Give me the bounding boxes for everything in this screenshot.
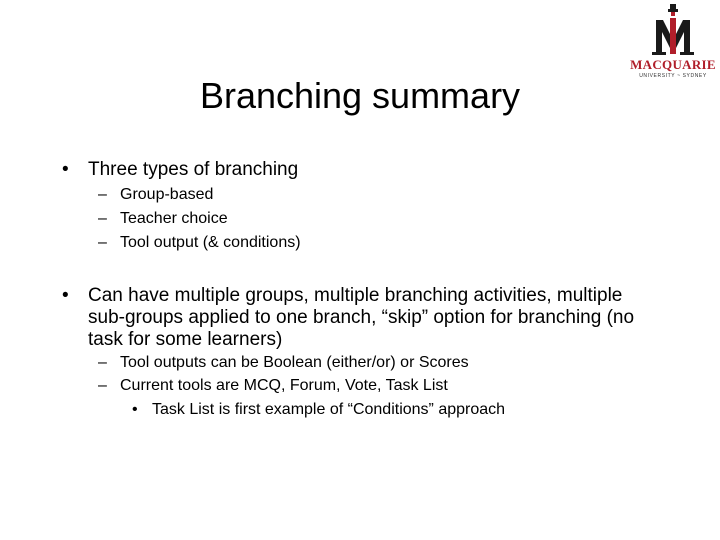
sub-bullet-text: Current tools are MCQ, Forum, Vote, Task… [120, 377, 448, 394]
bullet-marker: • [62, 159, 69, 180]
sub-bullet-text: Group-based [120, 186, 214, 203]
sub-bullet-item: – Teacher choice [98, 209, 228, 229]
macquarie-logo: MACQUARIE UNIVERSITY ~ SYDNEY [630, 2, 716, 82]
sub-bullet-marker: – [98, 377, 107, 394]
sub-bullet-text: Tool output (& conditions) [120, 234, 301, 251]
bullet-item: • Three types of branching [62, 159, 656, 181]
sub-bullet-item: – Tool output (& conditions) [98, 233, 301, 253]
sub-bullet-marker: – [98, 186, 107, 203]
macquarie-lighthouse-icon [652, 4, 694, 55]
slide-title: Branching summary [199, 75, 521, 116]
sub-bullet-marker: – [98, 234, 107, 251]
sub-bullet-marker: – [98, 210, 107, 227]
sub-bullet-item: – Tool outputs can be Boolean (either/or… [98, 353, 469, 373]
sub-bullet-marker: – [98, 354, 107, 371]
sub-sub-bullet-marker: • [132, 401, 138, 418]
sub-sub-bullet-text: Task List is first example of “Condition… [152, 401, 506, 418]
sub-sub-bullet-item: • Task List is first example of “Conditi… [132, 400, 505, 420]
logo-subtitle: UNIVERSITY ~ SYDNEY [639, 73, 707, 79]
logo-name: MACQUARIE [630, 57, 716, 72]
sub-bullet-item: – Current tools are MCQ, Forum, Vote, Ta… [98, 376, 448, 396]
bullet-item: • Can have multiple groups, multiple bra… [62, 285, 656, 351]
sub-bullet-item: – Group-based [98, 185, 213, 205]
bullet-marker: • [62, 285, 69, 306]
sub-bullet-text: Teacher choice [120, 210, 228, 227]
bullet-text: Can have multiple groups, multiple branc… [88, 285, 635, 350]
sub-bullet-text: Tool outputs can be Boolean (either/or) … [120, 354, 469, 371]
bullet-text: Three types of branching [88, 159, 299, 180]
